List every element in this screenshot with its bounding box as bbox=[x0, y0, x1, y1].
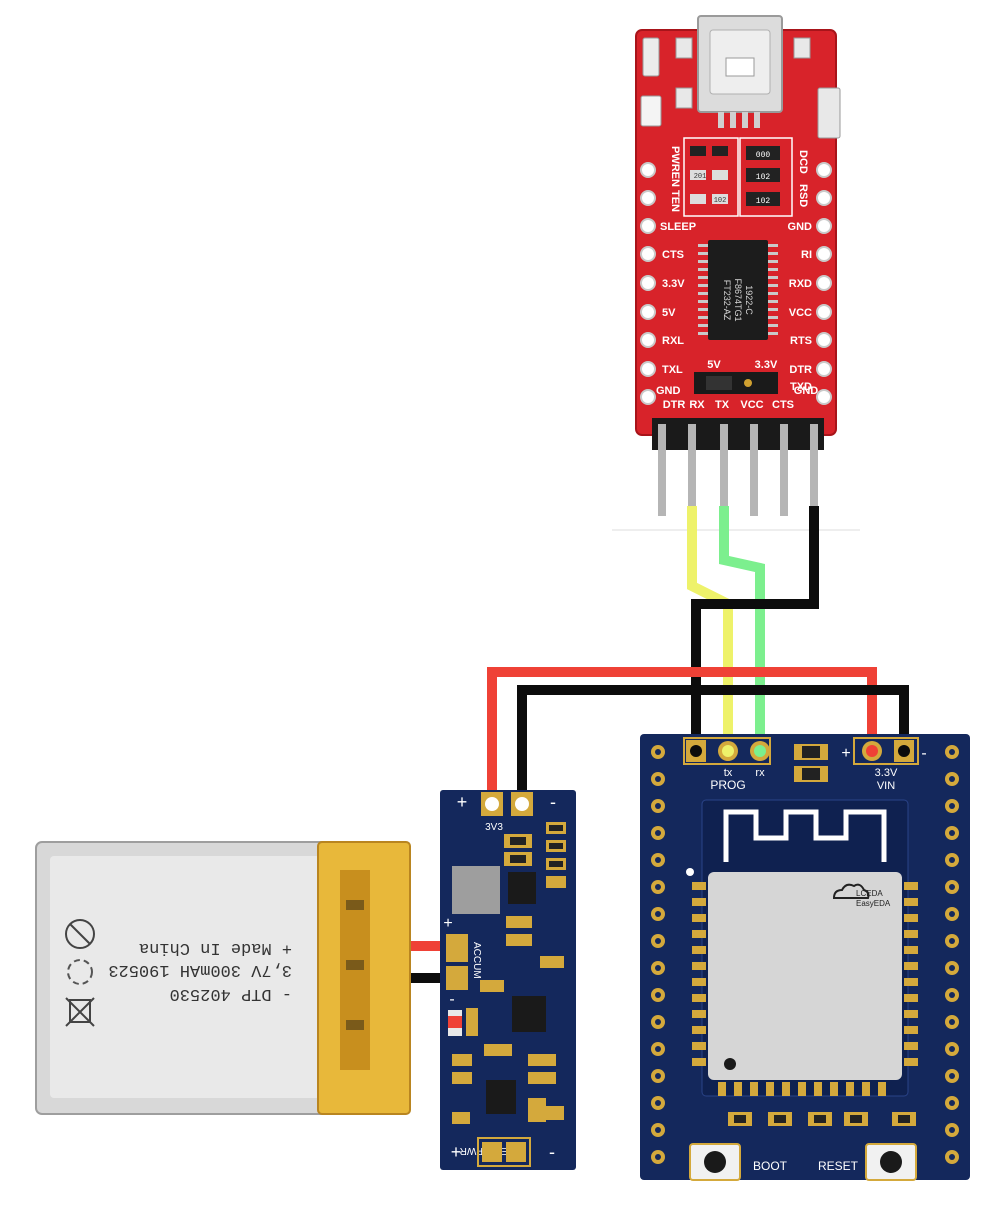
pin-label-rsd: RSD bbox=[797, 184, 809, 207]
recycle-icon bbox=[67, 959, 93, 985]
esp-logo-line-2: EasyEDA bbox=[856, 899, 891, 908]
pin-label-gnd-left: GND bbox=[656, 385, 681, 397]
esp-prog-label: PROG bbox=[710, 778, 745, 792]
pin-label-dtr: DTR bbox=[789, 364, 812, 376]
wire-black-gnd-vin bbox=[517, 685, 909, 806]
header-label-vcc: VCC bbox=[740, 399, 763, 411]
resistor-code-1: 000 bbox=[756, 151, 771, 160]
wire-red-3v3 bbox=[487, 667, 877, 806]
header-label-tx: TX bbox=[715, 399, 730, 411]
charger-accum-label: ACCUM bbox=[471, 942, 482, 979]
charger-top-minus: - bbox=[550, 792, 556, 812]
pin-label-vcc: VCC bbox=[789, 307, 812, 319]
boot-label: BOOT bbox=[753, 1159, 788, 1173]
pin-label-pwren: PWREN bbox=[669, 146, 681, 187]
pin-label-ten: TEN bbox=[669, 190, 681, 212]
wire-green-rx bbox=[719, 506, 765, 748]
charger-top-plus: + bbox=[457, 792, 468, 812]
usb-connector bbox=[697, 15, 783, 128]
esp-left-pins bbox=[651, 745, 665, 1164]
ftdi-right-pins bbox=[816, 162, 832, 405]
jumper-5v-label: 5V bbox=[707, 359, 721, 371]
pin-label-gnd-right: GND bbox=[788, 221, 813, 233]
battery-label-line-1: - DTP 402530 bbox=[170, 984, 292, 1003]
esp-module: LCEDA EasyEDA bbox=[686, 799, 918, 1097]
pin-label-5v: 5V bbox=[662, 307, 676, 319]
chip-line-1: 1922-C bbox=[744, 285, 754, 315]
lipo-battery: - DTP 402530 3,7V 300mAH 190523 + Made I… bbox=[35, 841, 411, 1115]
esp-vin-label: VIN bbox=[877, 780, 895, 792]
boot-button[interactable] bbox=[689, 1143, 741, 1181]
pin-label-cts: CTS bbox=[662, 249, 684, 261]
esp-dev-board: tx rx PROG + - 3.3V VIN LCEDA bbox=[640, 734, 970, 1181]
reset-label: RESET bbox=[818, 1159, 859, 1173]
charger-board: + - 3V3 + ACCUM - EXT_PWR bbox=[440, 790, 576, 1170]
pin-label-txd: TXD bbox=[790, 381, 812, 393]
charger-bottom-plus: + bbox=[451, 1142, 462, 1162]
no-bin-icon bbox=[65, 997, 95, 1027]
pin-label-dcd: DCD bbox=[797, 150, 809, 174]
esp-rx-label: rx bbox=[755, 767, 765, 779]
battery-label-line-3: + Made In China bbox=[139, 938, 292, 957]
pin-label-3v3: 3.3V bbox=[662, 278, 685, 290]
resistor-code-2: 102 bbox=[756, 173, 771, 182]
ftdi-pin-header bbox=[652, 418, 824, 516]
cloud-logo-icon bbox=[832, 883, 870, 899]
ftdi-adapter-board: 000 102 102 201 102 1922-C F8674TG1 FT23… bbox=[612, 15, 860, 531]
header-label-rx: RX bbox=[689, 399, 705, 411]
jumper-3v3-label: 3.3V bbox=[755, 359, 778, 371]
pin-label-txl: TXL bbox=[662, 364, 683, 376]
esp-3v3-label: 3.3V bbox=[875, 767, 898, 779]
pin-label-rxl: RXL bbox=[662, 335, 684, 347]
charger-mid-plus: + bbox=[443, 915, 452, 932]
ft232-chip: 1922-C F8674TG1 FT232-AZ bbox=[698, 240, 778, 340]
header-label-gnd: GND bbox=[794, 385, 819, 397]
resistor-code-3: 102 bbox=[756, 197, 771, 206]
ftdi-left-pins bbox=[640, 162, 656, 405]
esp-plus: + bbox=[841, 745, 850, 762]
esp-logo-line-1: LCEDA bbox=[856, 889, 883, 898]
chip-line-2: F8674TG1 bbox=[733, 278, 743, 321]
pin-label-rts: RTS bbox=[790, 335, 812, 347]
header-label-cts: CTS bbox=[772, 399, 794, 411]
no-fire-icon bbox=[65, 919, 95, 949]
battery-label-line-2: 3,7V 300mAH 190523 bbox=[108, 960, 292, 979]
pin-label-ri: RI bbox=[801, 249, 812, 261]
resistor-code-4: 201 bbox=[694, 173, 707, 181]
resistor-code-5: 102 bbox=[714, 197, 727, 205]
esp-minus: - bbox=[921, 745, 926, 762]
charger-bottom-minus: - bbox=[549, 1142, 555, 1162]
pin-label-rxd: RXD bbox=[789, 278, 812, 290]
voltage-jumper[interactable] bbox=[694, 372, 778, 394]
esp-tx-label: tx bbox=[724, 767, 733, 779]
pin-label-sleep: SLEEP bbox=[660, 221, 696, 233]
charger-mid-minus: - bbox=[449, 991, 454, 1008]
header-label-dtr: DTR bbox=[663, 399, 686, 411]
charger-3v3-label: 3V3 bbox=[485, 822, 503, 833]
reset-button[interactable] bbox=[865, 1143, 917, 1181]
chip-line-3: FT232-AZ bbox=[722, 280, 732, 321]
